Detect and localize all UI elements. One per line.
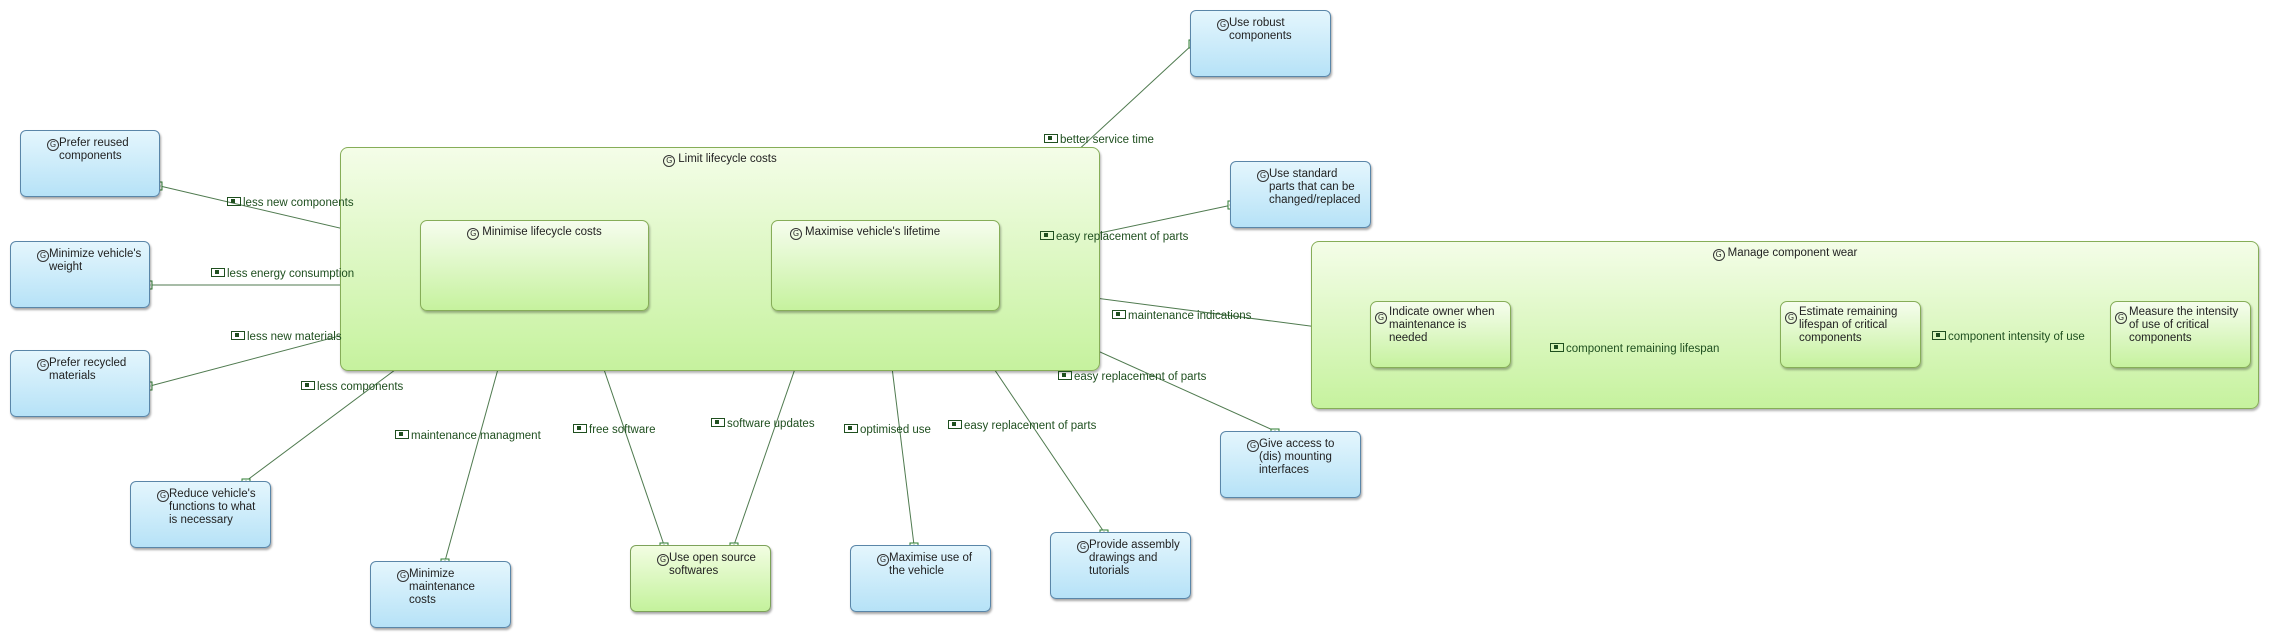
- link-icon: [301, 381, 315, 390]
- goal-icon: G: [397, 570, 409, 582]
- edge-label-less-new-components: less new components: [227, 197, 354, 209]
- edge-label-maintenance-indications: maintenance indications: [1112, 310, 1251, 322]
- edge-label-component-remaining-lifespan: component remaining lifespan: [1550, 343, 1719, 355]
- link-icon: [211, 268, 225, 277]
- edge-label-less-new-materials: less new materials: [231, 331, 342, 343]
- edge-label-easy-replacement-2: easy replacement of parts: [1040, 231, 1188, 243]
- goal-icon: G: [467, 228, 480, 240]
- goal-icon: G: [1247, 440, 1259, 452]
- goal-icon: G: [1257, 170, 1269, 182]
- link-icon: [227, 197, 241, 206]
- link-icon: [948, 420, 962, 429]
- edge-label-component-intensity: component intensity of use: [1932, 331, 2085, 343]
- goal-icon: G: [47, 139, 59, 151]
- link-icon: [395, 430, 409, 439]
- link-icon: [573, 424, 587, 433]
- edge-label-free-software: free software: [573, 424, 655, 436]
- link-icon: [1932, 331, 1946, 340]
- edge-label-easy-replacement-1: easy replacement of parts: [948, 420, 1096, 432]
- link-icon: [231, 331, 245, 340]
- edge-label-easy-replacement-3: easy replacement of parts: [1058, 371, 1206, 383]
- goal-icon: G: [663, 155, 676, 167]
- link-icon: [1550, 343, 1564, 352]
- edge-label-maintenance-managment: maintenance managment: [395, 430, 541, 442]
- edge-label-better-service-time: better service time: [1044, 134, 1154, 146]
- goal-icon: G: [37, 359, 49, 371]
- goal-icon: G: [1712, 249, 1725, 261]
- link-icon: [1044, 134, 1058, 143]
- edge-label-less-energy-consumption: less energy consumption: [211, 268, 354, 280]
- goal-icon: G: [1077, 541, 1089, 553]
- goal-icon: G: [1785, 312, 1797, 324]
- link-icon: [1112, 310, 1126, 319]
- link-icon: [711, 418, 725, 427]
- goal-icon: G: [2115, 312, 2127, 324]
- edge-label-less-components: less components: [301, 381, 403, 393]
- link-icon: [1058, 371, 1072, 380]
- goal-icon: G: [877, 554, 889, 566]
- goal-icon: G: [1217, 19, 1229, 31]
- goal-icon: G: [157, 490, 169, 502]
- goal-icon: G: [790, 228, 802, 240]
- goal-icon: G: [37, 250, 49, 262]
- edge-label-optimised-use: optimised use: [844, 424, 931, 436]
- link-icon: [844, 424, 858, 433]
- edge-label-software-updates: software updates: [711, 418, 815, 430]
- goal-icon: G: [1375, 312, 1387, 324]
- link-icon: [1040, 231, 1054, 240]
- goal-icon: G: [657, 554, 669, 566]
